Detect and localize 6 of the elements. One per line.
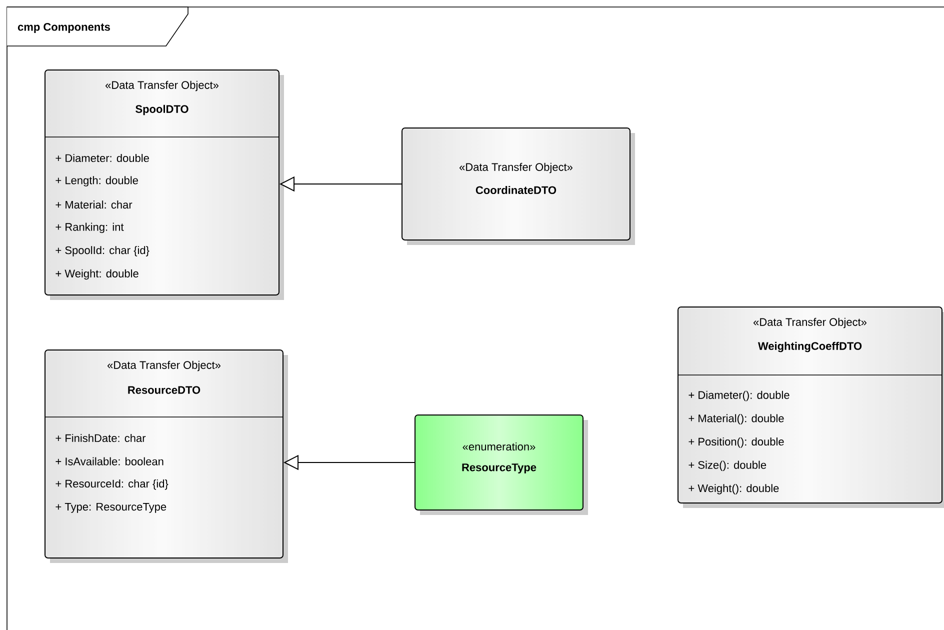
class-box: «Data Transfer Object» WeightingCoeffDTO + Diameter(): double + Material(): double + Position(): double + Size(): double + Weight(): double	[678, 306, 944, 508]
class-box: «Data Transfer Object» SpoolDTO + Diameter: double + Length: double + Material: char + Ranking: int + SpoolId: char {id} + Weight: double	[44, 70, 284, 300]
class-box: «Data Transfer Object» CoordinateDTO	[402, 128, 635, 245]
class-box: «Data Transfer Object» ResourceDTO + FinishDate: char + IsAvailable: boolean + ResourceId: char {id} + Type: ResourceType	[44, 350, 288, 563]
class-box: «enumeration» ResourceType	[414, 414, 588, 515]
frame-title: cmp Components	[6, 6, 188, 46]
